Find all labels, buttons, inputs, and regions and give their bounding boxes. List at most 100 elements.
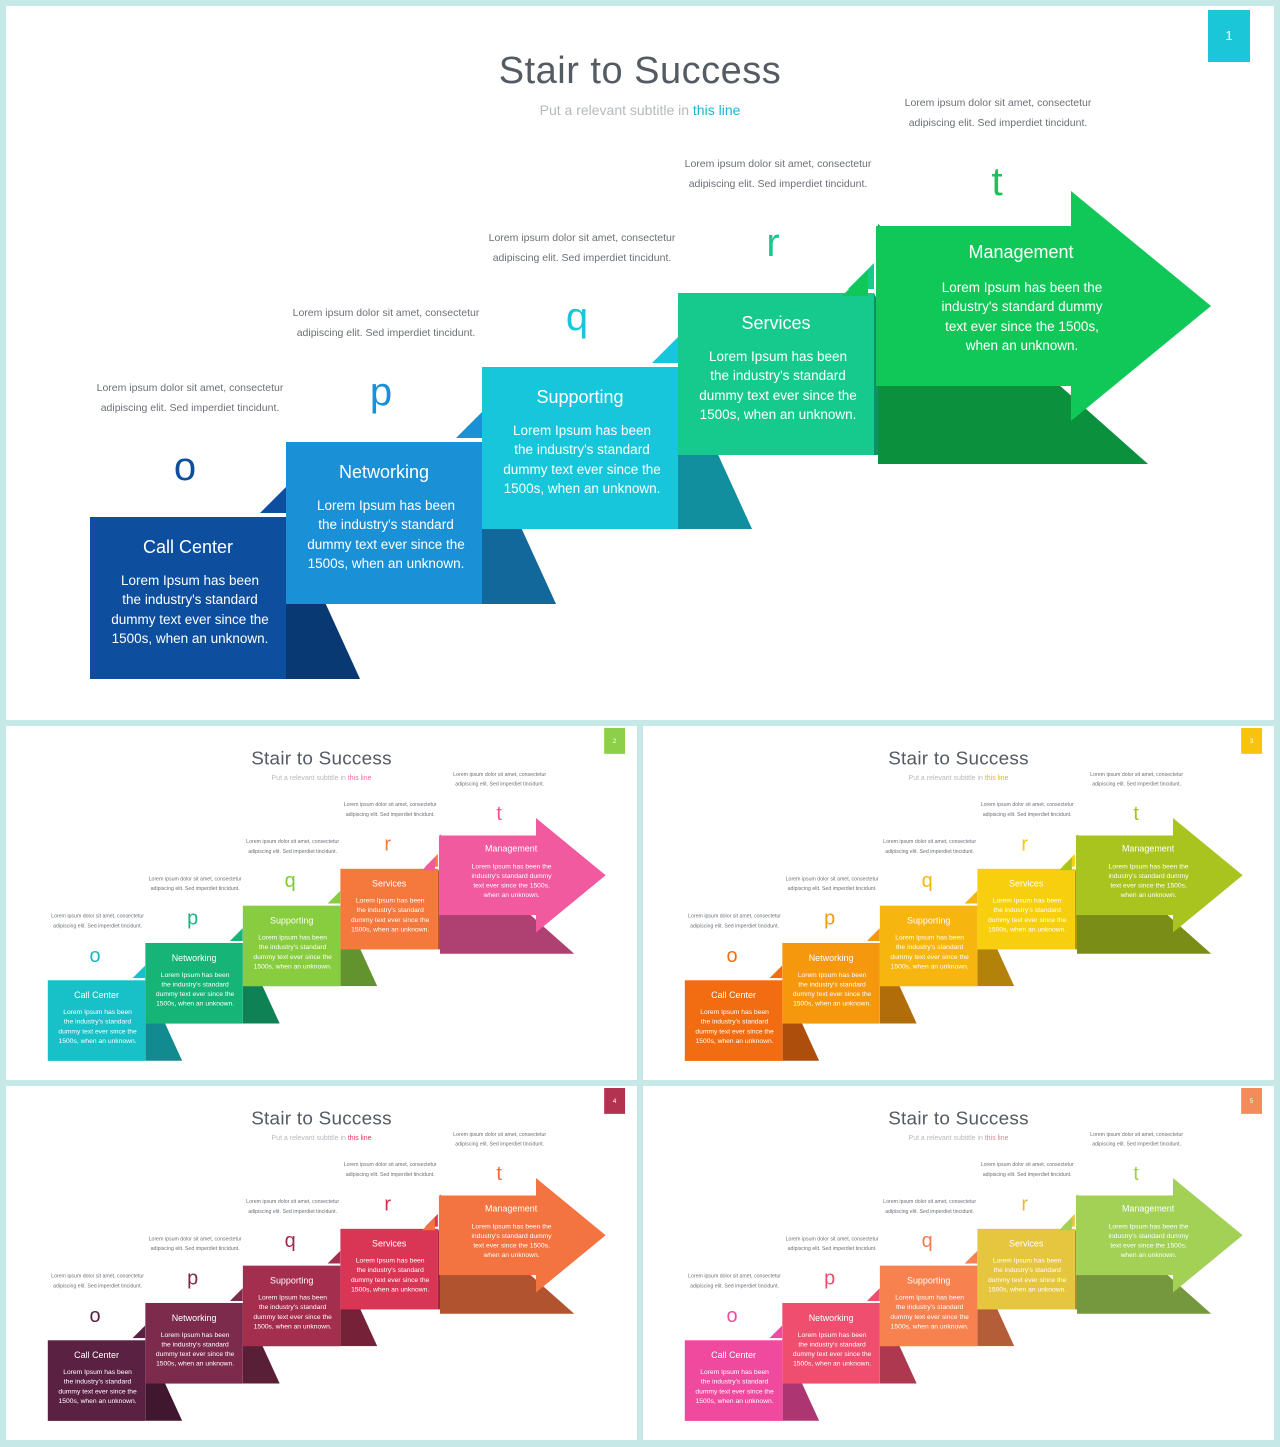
- step-corner-triangle: [964, 1250, 978, 1264]
- step-corner-triangle: [132, 965, 146, 979]
- step-corner-triangle: [229, 928, 243, 941]
- step-letter: p: [824, 907, 836, 930]
- step-label: Supporting: [269, 915, 314, 926]
- step-note: Lorem ipsum dolor sit amet, consectetur …: [684, 158, 872, 190]
- slide-number-badge: 5: [1241, 1087, 1263, 1114]
- step-note: Lorem ipsum dolor sit amet, consectetur …: [292, 307, 480, 339]
- step-label: Call Center: [74, 990, 119, 1001]
- subtitle-text: Put a relevant subtitle in: [271, 773, 346, 782]
- step-corner-triangle: [652, 337, 678, 363]
- step-body: Lorem Ipsum has been the industry's stan…: [1108, 1222, 1189, 1259]
- step-body: Lorem Ipsum has been the industry's stan…: [155, 1330, 235, 1368]
- subtitle-text: Put a relevant subtitle in: [539, 102, 690, 118]
- step-body: Lorem Ipsum has been the industry's stan…: [699, 349, 857, 422]
- step-corner-triangle: [456, 412, 482, 438]
- slide-subtitle: Put a relevant subtitle in this line: [6, 774, 637, 782]
- subtitle-highlight: this line: [984, 773, 1009, 782]
- step-label: Networking: [171, 952, 217, 963]
- step-letter: o: [89, 1304, 101, 1327]
- step-body: Lorem Ipsum has been the industry's stan…: [471, 1222, 552, 1259]
- step-label: Call Center: [142, 537, 234, 557]
- slide-subtitle: Put a relevant subtitle in this line: [643, 1134, 1274, 1142]
- step-letter: q: [565, 295, 589, 339]
- step-body: Lorem Ipsum has been the industry's stan…: [941, 280, 1103, 353]
- step-letter: o: [726, 944, 738, 967]
- step-note: Lorem ipsum dolor sit amet, consectetur …: [785, 1235, 879, 1252]
- subtitle-highlight: this line: [347, 773, 372, 782]
- slide-number-badge: 1: [1208, 10, 1250, 62]
- step-label: Call Center: [74, 1350, 119, 1361]
- slide-title: Stair to Success: [498, 50, 782, 92]
- step-label: Management: [1121, 843, 1175, 854]
- step-note: Lorem ipsum dolor sit amet, consectetur …: [1090, 771, 1184, 787]
- step-note: Lorem ipsum dolor sit amet, consectetur …: [904, 97, 1092, 129]
- step-note: Lorem ipsum dolor sit amet, consectetur …: [453, 1131, 547, 1147]
- step-label: Call Center: [711, 990, 756, 1001]
- step-label: Networking: [171, 1312, 217, 1323]
- step-note: Lorem ipsum dolor sit amet, consectetur …: [488, 232, 676, 264]
- step-letter: o: [726, 1304, 738, 1327]
- step-label: Services: [1009, 878, 1044, 889]
- step-corner-triangle: [132, 1325, 146, 1339]
- step-note: Lorem ipsum dolor sit amet, consectetur …: [51, 913, 145, 929]
- step-note: Lorem ipsum dolor sit amet, consectetur …: [785, 875, 879, 892]
- step-letter: o: [173, 445, 197, 489]
- step-letter: t: [496, 1162, 502, 1185]
- step-corner-triangle: [769, 1325, 783, 1339]
- step-note: Lorem ipsum dolor sit amet, consectetur …: [883, 838, 977, 855]
- step-body: Lorem Ipsum has been the industry's stan…: [471, 862, 552, 899]
- subtitle-text: Put a relevant subtitle in: [908, 773, 983, 782]
- step-note: Lorem ipsum dolor sit amet, consectetur …: [453, 771, 547, 787]
- step-letter: t: [1133, 1162, 1139, 1185]
- step-note: Lorem ipsum dolor sit amet, consectetur …: [688, 913, 782, 929]
- step-label: Management: [484, 843, 538, 854]
- step-body: Lorem Ipsum has been the industry's stan…: [253, 933, 332, 970]
- step-letter: p: [824, 1267, 836, 1290]
- step-body: Lorem Ipsum has been the industry's stan…: [890, 933, 969, 970]
- subtitle-text: Put a relevant subtitle in: [908, 1133, 983, 1142]
- step-corner-triangle: [866, 1288, 880, 1301]
- step-body: Lorem Ipsum has been the industry's stan…: [58, 1008, 137, 1045]
- step-note: Lorem ipsum dolor sit amet, consectetur …: [980, 1161, 1074, 1178]
- step-body: Lorem Ipsum has been the industry's stan…: [792, 970, 872, 1008]
- step-note: Lorem ipsum dolor sit amet, consectetur …: [883, 1198, 977, 1215]
- step-body: Lorem Ipsum has been the industry's stan…: [253, 1293, 332, 1330]
- slide-number-badge: 3: [1241, 727, 1263, 754]
- step-body: Lorem Ipsum has been the industry's stan…: [890, 1293, 969, 1330]
- step-corner-triangle: [260, 487, 286, 513]
- step-note: Lorem ipsum dolor sit amet, consectetur …: [688, 1273, 782, 1289]
- step-note: Lorem ipsum dolor sit amet, consectetur …: [96, 382, 284, 414]
- step-letter: q: [921, 1229, 933, 1252]
- step-label: Supporting: [906, 915, 951, 926]
- step-letter: r: [1021, 832, 1028, 855]
- step-note: Lorem ipsum dolor sit amet, consectetur …: [343, 1161, 437, 1178]
- step-letter: t: [1133, 802, 1139, 825]
- step-note: Lorem ipsum dolor sit amet, consectetur …: [51, 1273, 145, 1289]
- step-letter: r: [384, 1192, 391, 1215]
- step-letter: t: [496, 802, 502, 825]
- step-letter: q: [284, 869, 296, 892]
- step-note: Lorem ipsum dolor sit amet, consectetur …: [246, 838, 340, 855]
- step-corner-triangle: [327, 890, 341, 904]
- slide-title: Stair to Success: [888, 1107, 1029, 1129]
- step-label: Supporting: [536, 387, 624, 407]
- step-letter: p: [369, 370, 393, 414]
- step-label: Call Center: [711, 1350, 756, 1361]
- step-body: Lorem Ipsum has been the industry's stan…: [987, 1256, 1067, 1293]
